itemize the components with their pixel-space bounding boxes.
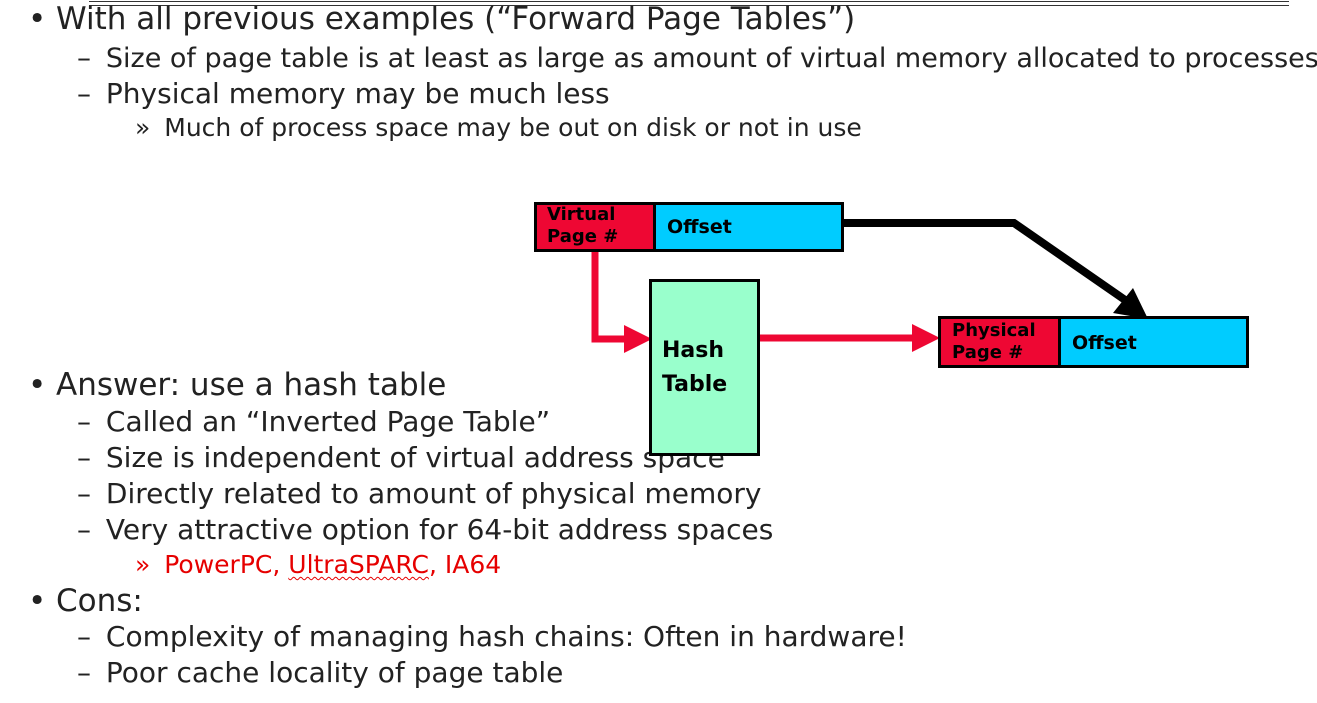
arch-text-3: , IA64: [428, 550, 502, 579]
physical-offset-label: Offset: [1072, 332, 1137, 354]
bullet-marker: •: [28, 1, 47, 37]
bullet-line-13: – Poor cache locality of page table: [77, 659, 563, 687]
bullet-line-3: – Physical memory may be much less: [77, 80, 610, 108]
bullet-line-4: » Much of process space may be out on di…: [135, 115, 862, 140]
arch-text-1: PowerPC,: [164, 550, 289, 579]
virtual-offset-box: Offset: [653, 202, 844, 252]
dash-marker: –: [77, 656, 91, 689]
dash-marker: –: [77, 41, 91, 74]
bullet-line-7: – Size is independent of virtual address…: [77, 444, 725, 472]
hash-to-physical-arrowhead: [912, 324, 940, 352]
physical-page-box: Physical Page #: [938, 316, 1062, 368]
bullet-text: Very attractive option for 64-bit addres…: [105, 513, 774, 546]
bullet-text: Called an “Inverted Page Table”: [105, 405, 551, 438]
bullet-text: Size of page table is at least as large …: [105, 43, 1317, 74]
virtual-page-label-2: Page #: [547, 226, 619, 247]
bullet-text: Much of process space may be out on disk…: [164, 113, 862, 142]
dash-marker: –: [77, 477, 91, 510]
bullet-marker: •: [28, 367, 47, 403]
virtual-to-hash-arrow: [591, 252, 628, 343]
virtual-offset-label: Offset: [667, 216, 732, 238]
bullet-line-2: – Size of page table is at least as larg…: [77, 41, 1317, 74]
dash-marker: –: [77, 620, 91, 653]
bullet-text: With all previous examples (“Forward Pag…: [56, 1, 856, 37]
bullet-line-6: – Called an “Inverted Page Table”: [77, 408, 550, 436]
offset-to-offset-arrowhead: [1113, 288, 1148, 319]
bullet-text: Poor cache locality of page table: [105, 656, 564, 689]
dash-marker: –: [77, 513, 91, 546]
physical-offset-box: Offset: [1058, 316, 1249, 368]
bullet-text: Physical memory may be much less: [105, 77, 610, 110]
bullet-text: Answer: use a hash table: [56, 367, 447, 403]
bullet-line-11: • Cons:: [28, 586, 143, 617]
bullet-text: Directly related to amount of physical m…: [105, 477, 762, 510]
title-rule-bottom: [89, 5, 1289, 6]
dash-marker: –: [77, 77, 91, 110]
hash-table-label-1: Hash: [662, 338, 725, 363]
bullet-line-1: • With all previous examples (“Forward P…: [28, 4, 855, 35]
physical-page-label-1: Physical: [952, 320, 1036, 341]
bullet-marker: •: [28, 583, 47, 619]
virtual-to-hash-arrowhead: [624, 325, 652, 353]
offset-to-offset-arrow: [843, 219, 1131, 306]
bullet-text: Size is independent of virtual address s…: [105, 441, 725, 474]
physical-page-label-2: Page #: [952, 342, 1024, 363]
dash-marker: –: [77, 441, 91, 474]
dash-marker: –: [77, 405, 91, 438]
virtual-page-box: Virtual Page #: [534, 202, 656, 252]
chevron-marker: »: [135, 550, 151, 579]
hash-table-label-2: Table: [662, 372, 728, 397]
bullet-text: Complexity of managing hash chains: Ofte…: [105, 620, 907, 653]
bullet-line-10: » PowerPC, UltraSPARC, IA64: [135, 552, 501, 577]
chevron-marker: »: [135, 113, 151, 142]
bullet-line-8: – Directly related to amount of physical…: [77, 480, 761, 508]
title-rule-top: [89, 1, 1289, 2]
bullet-line-9: – Very attractive option for 64-bit addr…: [77, 516, 773, 544]
arch-text-2: UltraSPARC: [288, 550, 429, 579]
bullet-line-5: • Answer: use a hash table: [28, 370, 446, 401]
bullet-line-12: – Complexity of managing hash chains: Of…: [77, 623, 907, 651]
virtual-page-label-1: Virtual: [547, 204, 616, 225]
hash-table-box: Hash Table: [649, 279, 760, 456]
bullet-text: Cons:: [56, 583, 143, 619]
